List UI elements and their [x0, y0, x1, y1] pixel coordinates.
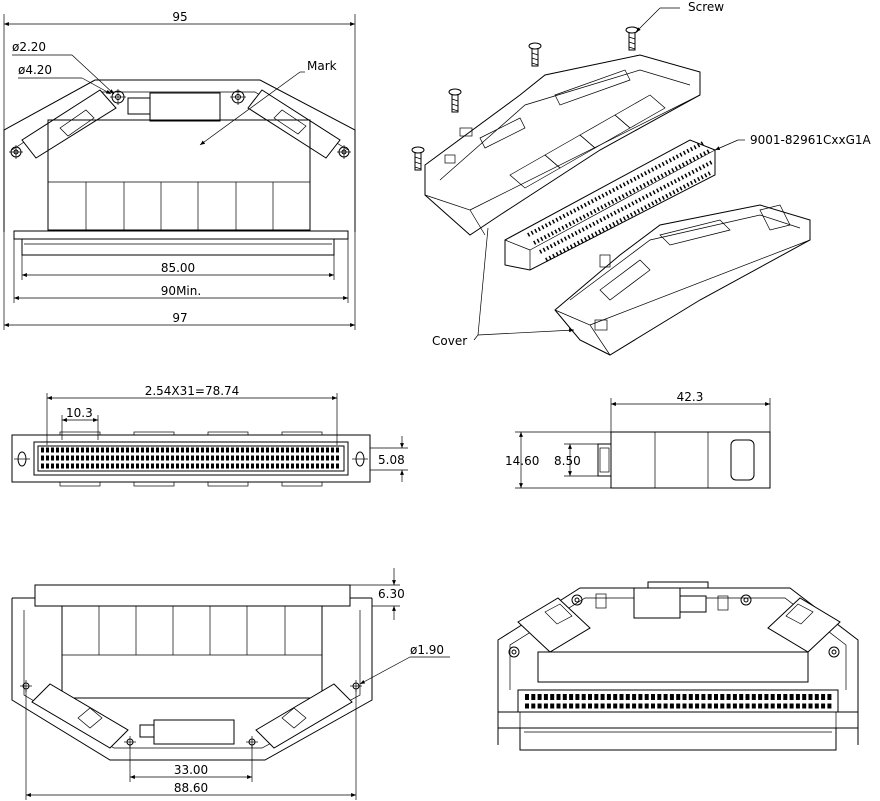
- open-view-pins: [525, 694, 833, 709]
- left-latch: [21, 89, 117, 159]
- right-latch: [247, 89, 341, 159]
- dim-hole-small: ø2.20: [12, 40, 46, 54]
- underside-view: 6.30 ø1.90 33.00 88.60: [11, 568, 450, 800]
- dim-inner-85: 85.00: [161, 261, 195, 275]
- dim-row-5-08: 5.08: [378, 453, 405, 467]
- pin-face-view: 2.54X31=78.74 10.3 5.08: [11, 384, 408, 487]
- mount-holes: [9, 89, 351, 159]
- dim-span-88-60: 88.60: [174, 781, 208, 795]
- label-cover: Cover: [432, 334, 467, 348]
- connector-pins: [527, 140, 713, 262]
- dim-min-90: 90Min.: [161, 284, 201, 298]
- dim-top-width: 95: [172, 10, 187, 24]
- open-view: [497, 581, 859, 751]
- side-view: 42.3 14.60 8.50: [505, 390, 771, 489]
- dim-depth-42-3: 42.3: [677, 390, 704, 404]
- exploded-view-top-right: Screw 9001-82961CxxG1A: [411, 0, 872, 356]
- label-screw: Screw: [688, 0, 724, 14]
- dim-hole-1-90: ø1.90: [410, 643, 444, 657]
- label-mark: Mark: [307, 59, 337, 73]
- dim-span-33: 33.00: [174, 763, 208, 777]
- dim-outer-97: 97: [172, 311, 187, 325]
- open-view-holes: [508, 594, 840, 658]
- label-part-number: 9001-82961CxxG1A: [750, 133, 872, 147]
- dim-height-8-50: 8.50: [554, 454, 581, 468]
- dim-offset-10-3: 10.3: [66, 406, 93, 420]
- dim-pitch: 2.54X31=78.74: [145, 384, 240, 398]
- dim-hole-large: ø4.20: [18, 63, 52, 77]
- front-view-top-left: 95 ø2.20 ø4.20: [3, 10, 356, 330]
- dim-flange-6-30: 6.30: [378, 587, 405, 601]
- screws: [411, 26, 639, 171]
- pin-grid: [41, 447, 341, 469]
- dim-height-14-60: 14.60: [505, 454, 539, 468]
- front-body-outline: [3, 79, 356, 232]
- cover-bottom: [554, 204, 811, 356]
